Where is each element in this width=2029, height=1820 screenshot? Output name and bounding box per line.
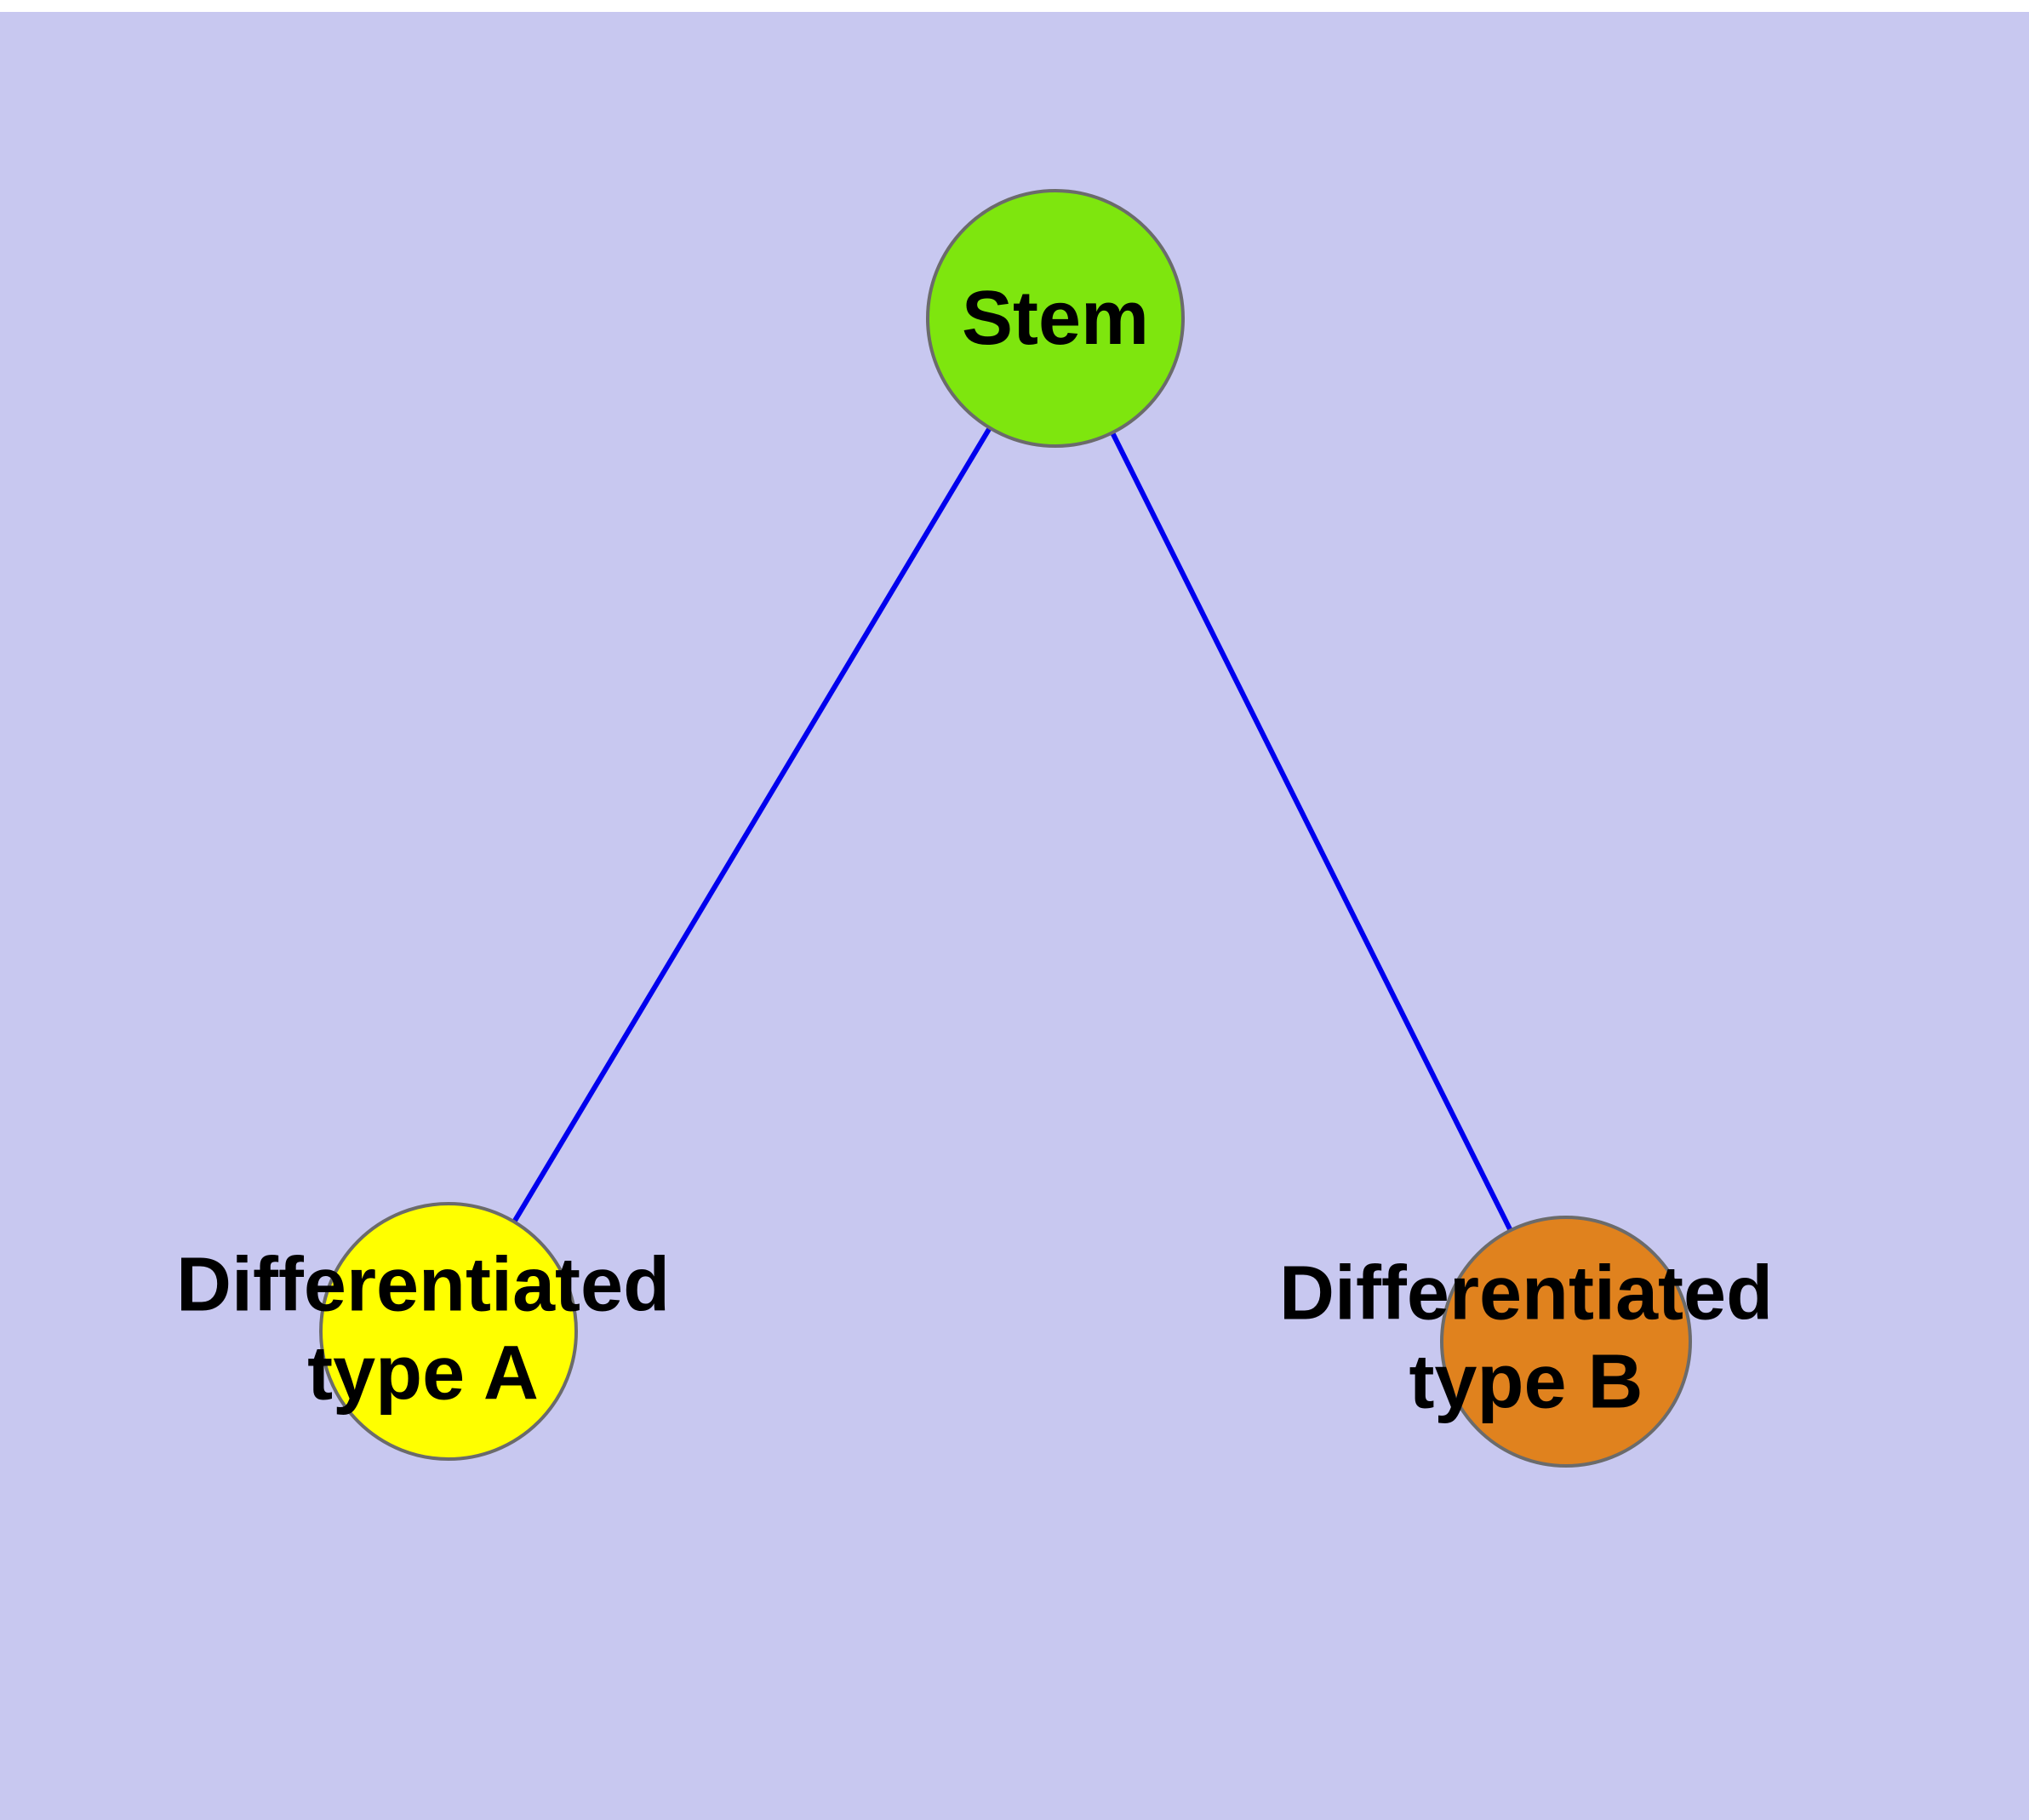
diagram-canvas: Stem Differentiated type A Differentiate… [0, 12, 2029, 1820]
node-differentiated-type-b-circle [1440, 1216, 1692, 1468]
edge-stem-to-type-a [446, 317, 1058, 1333]
diagram-graphic [319, 189, 1692, 1468]
node-stem-circle [926, 189, 1185, 448]
edge-stem-to-type-b [1053, 317, 1569, 1343]
node-differentiated-type-a-circle [319, 1202, 578, 1461]
